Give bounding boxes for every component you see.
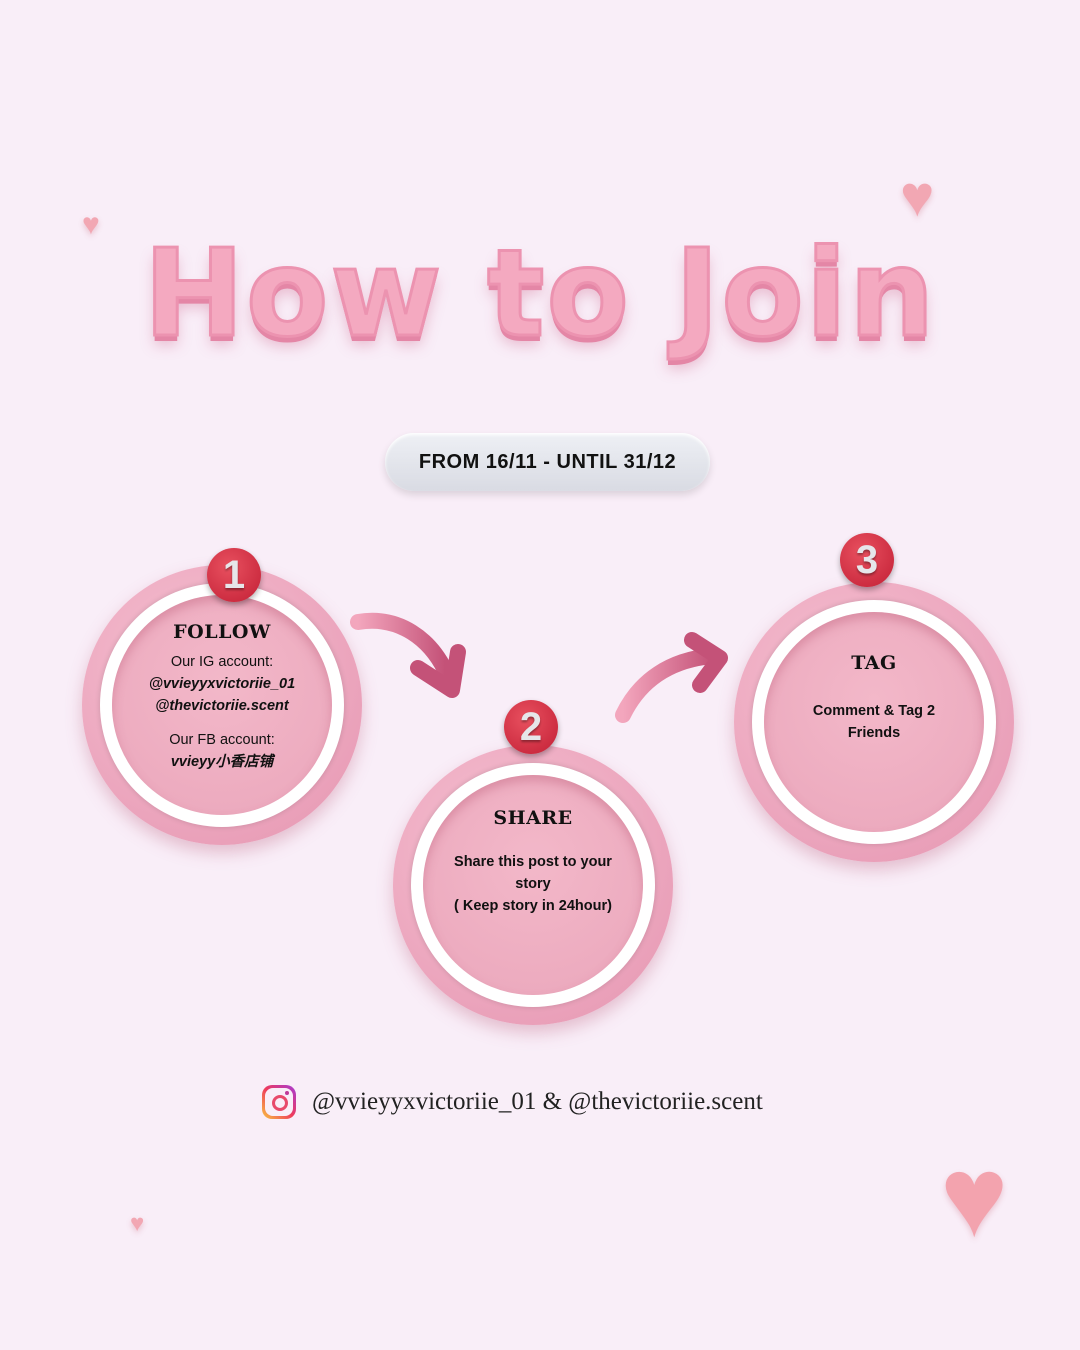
step-text: ( Keep story in 24hour): [454, 898, 612, 914]
step-number-badge: 2: [504, 700, 558, 754]
arrow-right-up-icon: [615, 632, 728, 723]
heart-icon: ♥: [900, 164, 935, 229]
ig-account: @thevictoriie.scent: [155, 698, 289, 714]
footer: @vvieyyxvictoriie_01 & @thevictoriie.sce…: [262, 1085, 763, 1119]
step-text: Comment & Tag 2: [812, 703, 936, 719]
arrow-right-down-icon: [350, 612, 466, 698]
step-title: TAG: [851, 652, 897, 674]
date-range-badge: FROM 16/11 - UNTIL 31/12: [385, 433, 710, 491]
footer-accounts: @vvieyyxvictoriie_01 & @thevictoriie.sce…: [312, 1088, 763, 1115]
ig-account: @vvieyyxvictoriie_01: [148, 676, 296, 692]
page-title: How to Join: [142, 224, 937, 366]
ig-label: Our IG account:: [170, 654, 274, 670]
fb-label: Our FB account:: [169, 732, 275, 748]
step-number-badge: 1: [207, 548, 261, 602]
step-text: Share this post to your: [454, 854, 612, 870]
fb-account: vvieyy小香店铺: [170, 754, 274, 770]
step-title: FOLLOW: [173, 621, 271, 643]
step-text: Friends: [847, 725, 901, 741]
step-number-badge: 3: [840, 533, 894, 587]
instagram-icon: [262, 1085, 296, 1119]
heart-icon: ♥: [940, 1133, 1009, 1261]
step-text: story: [515, 876, 551, 892]
heart-icon: ♥: [130, 1210, 145, 1237]
step-3-card: TAG Comment & Tag 2 Friends: [734, 582, 1014, 862]
heart-icon: ♥: [82, 208, 100, 241]
step-title: SHARE: [493, 807, 573, 829]
step-2-card: SHARE Share this post to your story ( Ke…: [393, 745, 673, 1025]
step-1-card: FOLLOW Our IG account: @vvieyyxvictoriie…: [82, 565, 362, 845]
